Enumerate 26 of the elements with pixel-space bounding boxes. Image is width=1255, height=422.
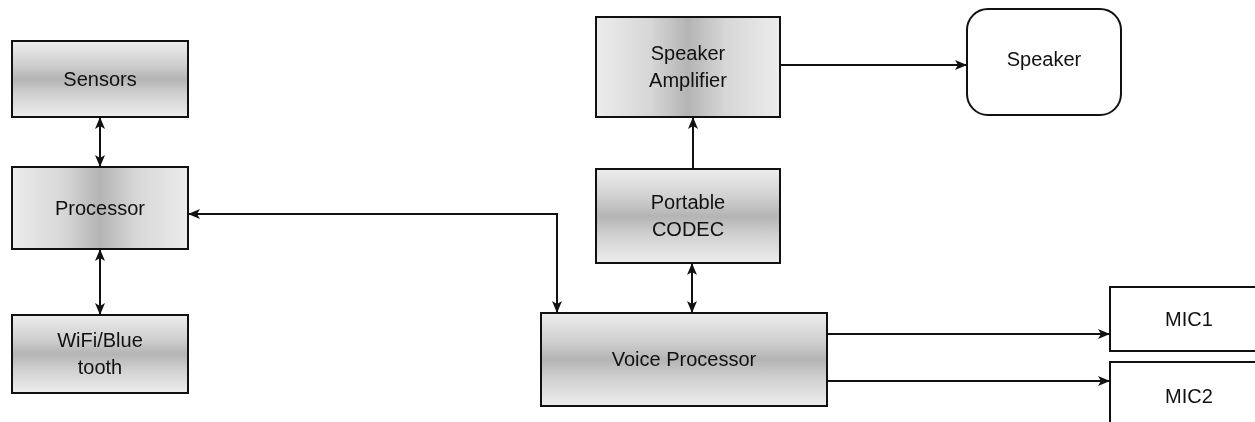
arrow — [827, 376, 1110, 386]
box-label: MIC1 — [1165, 306, 1213, 332]
box-label: Speaker — [1006, 46, 1082, 72]
process-box — [595, 168, 781, 264]
process-box — [11, 166, 189, 250]
rounded-box — [966, 8, 1122, 116]
box-label: Speaker Amplifier — [648, 41, 728, 93]
box-label: Sensors — [63, 66, 137, 92]
arrow — [827, 329, 1110, 339]
box-label: Processor — [55, 195, 145, 221]
process-box — [1109, 286, 1255, 352]
arrow — [780, 60, 967, 70]
box-label: Portable CODEC — [649, 190, 727, 242]
box-label: MIC2 — [1165, 383, 1213, 409]
box-label: WiFi/Blue tooth — [56, 328, 144, 380]
box-label: Voice Processor — [611, 347, 757, 372]
arrow — [95, 249, 105, 315]
arrow — [687, 263, 697, 313]
process-box — [1109, 361, 1255, 422]
process-box — [11, 314, 189, 394]
process-box — [595, 16, 781, 118]
process-box — [11, 40, 189, 118]
arrow — [95, 117, 105, 167]
arrow — [688, 117, 698, 169]
arrow — [188, 209, 562, 313]
process-box — [540, 312, 828, 407]
